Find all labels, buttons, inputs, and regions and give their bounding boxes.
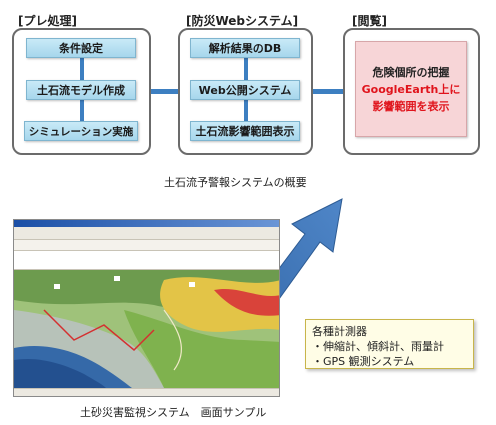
step-result-db: 解析結果のDB <box>190 38 300 58</box>
result-line-3: 影響範囲を表示 <box>372 99 450 113</box>
result-line-1: 危険個所の把握 <box>372 65 450 79</box>
sensors-box: 各種計測器 ・伸縮計、傾斜計、雨量計 ・GPS 観測システム <box>305 319 474 369</box>
screenshot-toolbar <box>14 227 279 240</box>
step-model-creation: 土石流モデル作成 <box>26 80 136 100</box>
screenshot-statusbar <box>14 388 279 396</box>
screenshot-titlebar <box>14 220 279 227</box>
screenshot-caption: 土砂災害監視システム 画面サンプル <box>80 406 267 419</box>
step-conditions: 条件設定 <box>26 38 136 58</box>
step-impact-display: 土石流影響範囲表示 <box>190 121 300 141</box>
screenshot-map <box>14 270 279 388</box>
result-box: 危険個所の把握 GoogleEarth上に 影響範囲を表示 <box>355 41 467 137</box>
connector-web-view <box>313 89 343 94</box>
screenshot-tabs <box>14 251 279 270</box>
screenshot-addressbar <box>14 240 279 251</box>
step-web-publish: Web公開システム <box>190 80 300 100</box>
group-label-web: [防災Webシステム] <box>186 14 299 28</box>
overview-caption: 土石流予警報システムの概要 <box>164 176 307 189</box>
sensors-title: 各種計測器 <box>312 325 367 338</box>
group-label-view: [閲覧] <box>352 14 387 28</box>
result-line-2: GoogleEarth上に <box>361 82 461 96</box>
group-label-pre: [プレ処理] <box>18 14 77 28</box>
terrain-map-image <box>14 270 279 388</box>
sensors-item-2: ・GPS 観測システム <box>312 355 415 368</box>
sensors-item-1: ・伸縮計、傾斜計、雨量計 <box>312 340 444 353</box>
system-screenshot <box>13 219 280 397</box>
connector-pre-web <box>151 89 178 94</box>
step-simulation: シミュレーション実施 <box>24 121 138 141</box>
